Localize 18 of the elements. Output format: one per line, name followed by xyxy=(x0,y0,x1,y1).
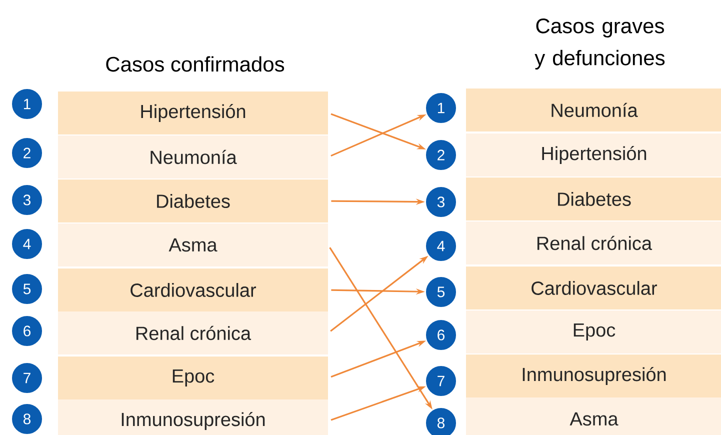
column-heading: Casos confirmados xyxy=(106,56,284,72)
table-cell: Diabetes xyxy=(466,178,721,220)
table-cell: Cardiovascular xyxy=(466,266,721,310)
column-heading: Casos graves y defunciones xyxy=(534,18,665,70)
table-cell: Inmunosupresión xyxy=(466,354,721,398)
table-cell: Neumonía xyxy=(58,136,328,178)
table-cell: Hipertensión xyxy=(466,134,721,176)
table-cell: Epoc xyxy=(58,356,328,400)
table-cell: Renal crónica xyxy=(58,312,328,354)
table-cell: Renal crónica xyxy=(466,222,721,264)
table-cell: Diabetes xyxy=(58,180,328,222)
table-cell: Neumonía xyxy=(466,88,721,132)
table-cell: Asma xyxy=(58,224,328,266)
table-cell: Cardiovascular xyxy=(58,268,328,312)
table-cell: Epoc xyxy=(466,310,721,354)
table-cell: Asma xyxy=(466,398,721,435)
table-cell: Hipertensión xyxy=(58,92,328,134)
table-cell: Inmunosupresión xyxy=(58,400,328,435)
